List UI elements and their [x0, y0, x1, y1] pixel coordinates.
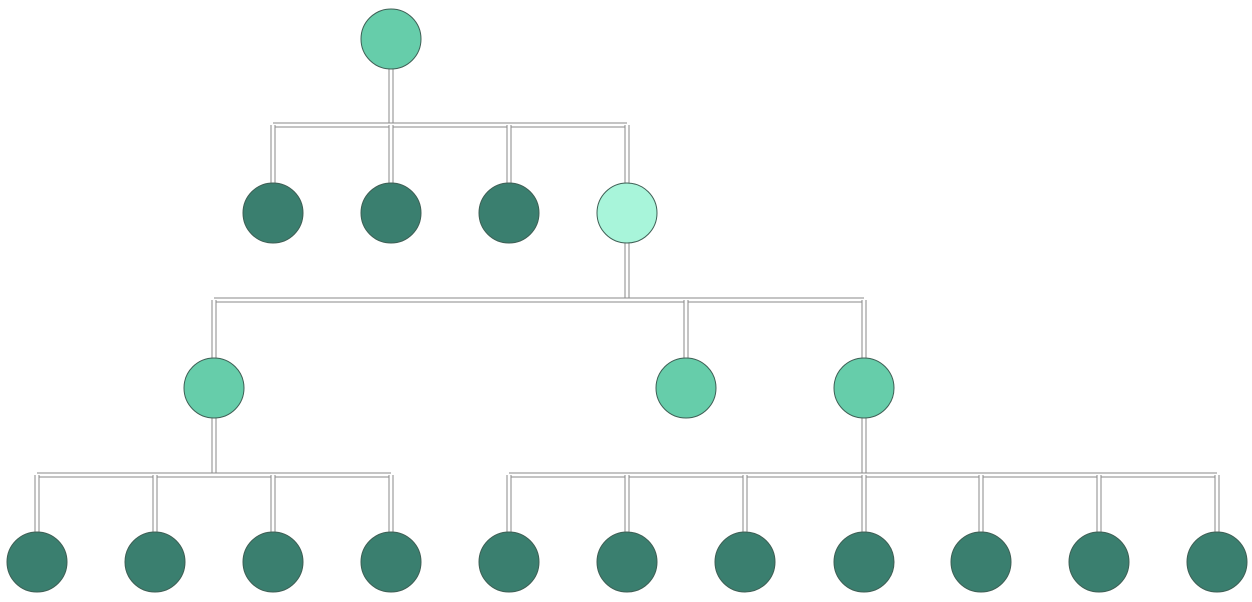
- tree-node-d5: [950, 531, 1012, 593]
- tree-node-b1: [183, 357, 245, 419]
- tree-node-d6: [1068, 531, 1130, 593]
- tree-node-c1: [6, 531, 68, 593]
- tree-connectors: [34, 69, 1220, 532]
- tree-nodes: [6, 8, 1248, 593]
- tree-node-d3: [714, 531, 776, 593]
- tree-node-a4: [596, 182, 658, 244]
- tree-node-root: [360, 8, 422, 70]
- tree-node-a2: [360, 182, 422, 244]
- tree-node-d4: [833, 531, 895, 593]
- tree-node-a1: [242, 182, 304, 244]
- tree-node-c3: [242, 531, 304, 593]
- tree-node-d2: [596, 531, 658, 593]
- tree-node-c2: [124, 531, 186, 593]
- tree-node-d7: [1186, 531, 1248, 593]
- tree-node-c4: [360, 531, 422, 593]
- tree-node-d1: [478, 531, 540, 593]
- tree-node-a3: [478, 182, 540, 244]
- tree-node-b2: [655, 357, 717, 419]
- tree-node-b3: [833, 357, 895, 419]
